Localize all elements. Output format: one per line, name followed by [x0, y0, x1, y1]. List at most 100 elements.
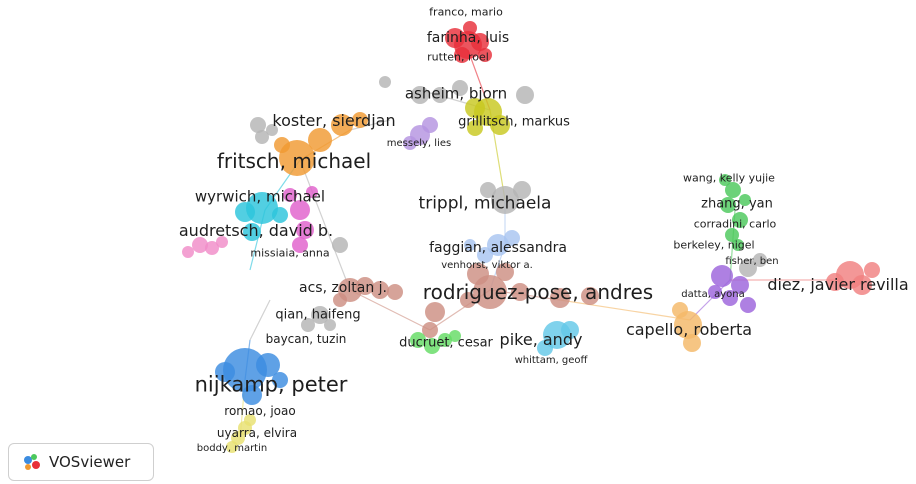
node-magenta[interactable] — [283, 188, 297, 202]
node-pink[interactable] — [216, 236, 228, 248]
label-messely[interactable]: messely, lies — [386, 138, 452, 149]
node-green[interactable] — [725, 228, 739, 242]
label-franco[interactable]: franco, mario — [429, 5, 503, 19]
node-lavender[interactable] — [422, 117, 438, 133]
node-gray[interactable] — [432, 87, 448, 103]
label-whittam[interactable]: whittam, geoff — [514, 355, 588, 366]
node-red[interactable] — [445, 28, 465, 48]
label-capello[interactable]: capello, roberta — [625, 320, 753, 339]
node-purple[interactable] — [711, 265, 733, 287]
label-missiaia[interactable]: missiaia, anna — [250, 246, 330, 260]
node-gray[interactable] — [266, 124, 278, 136]
node-olive[interactable] — [465, 98, 485, 118]
node-magenta[interactable] — [306, 186, 318, 198]
node-brown[interactable] — [550, 288, 570, 308]
node-brown[interactable] — [356, 277, 374, 295]
node-pink[interactable] — [205, 241, 219, 255]
node-blue[interactable] — [256, 353, 280, 377]
label-nijkamp[interactable]: nijkamp, peter — [194, 372, 348, 397]
node-gray[interactable] — [311, 306, 329, 324]
label-audretsch[interactable]: audretsch, david b. — [178, 221, 334, 240]
node-olive[interactable] — [490, 115, 510, 135]
node-yellow[interactable] — [244, 414, 256, 426]
label-zhang[interactable]: zhang, yan — [701, 196, 773, 212]
node-red[interactable] — [478, 48, 492, 62]
node-orange[interactable] — [274, 137, 290, 153]
node-purple[interactable] — [740, 297, 756, 313]
node-red[interactable] — [454, 47, 470, 63]
label-diez[interactable]: diez, javier revilla — [767, 275, 909, 294]
node-cyan[interactable] — [243, 223, 261, 241]
node-pink[interactable] — [192, 237, 208, 253]
node-brown[interactable] — [467, 263, 489, 285]
node-lightorange[interactable] — [674, 311, 702, 339]
node-blue[interactable] — [223, 348, 267, 392]
node-lightgreen[interactable] — [410, 332, 426, 348]
node-lightorange[interactable] — [672, 302, 688, 318]
node-red[interactable] — [463, 21, 477, 35]
node-lightgreen[interactable] — [424, 338, 440, 354]
node-orange[interactable] — [352, 112, 368, 128]
label-rutten[interactable]: rutten, roel — [427, 50, 489, 64]
node-magenta[interactable] — [296, 221, 314, 239]
node-magenta[interactable] — [290, 200, 310, 220]
node-green[interactable] — [720, 197, 736, 213]
label-datta[interactable]: datta, ayona — [681, 289, 745, 300]
node-gray[interactable] — [753, 253, 767, 267]
node-salmon[interactable] — [852, 275, 872, 295]
node-pink[interactable] — [182, 246, 194, 258]
label-farinha[interactable]: farinha, luis — [426, 30, 510, 46]
label-boddy[interactable]: boddy, martin — [196, 443, 268, 454]
node-lightblue[interactable] — [487, 234, 509, 256]
node-brown[interactable] — [511, 283, 529, 301]
node-green[interactable] — [732, 239, 744, 251]
node-gray[interactable] — [250, 117, 266, 133]
node-blue[interactable] — [242, 385, 262, 405]
label-fritsch[interactable]: fritsch, michael — [216, 149, 372, 173]
label-wang[interactable]: wang, kelly yujie — [683, 171, 775, 185]
node-gray[interactable] — [411, 86, 429, 104]
node-gray[interactable] — [739, 259, 757, 277]
node-orange[interactable] — [308, 128, 332, 152]
node-salmon[interactable] — [864, 262, 880, 278]
node-gray[interactable] — [332, 237, 348, 253]
node-skyblue[interactable] — [537, 340, 553, 356]
node-green[interactable] — [739, 194, 751, 206]
node-gray[interactable] — [480, 182, 496, 198]
label-fisher[interactable]: fisher, ben — [725, 256, 779, 267]
node-lightblue[interactable] — [477, 247, 493, 263]
node-cyan[interactable] — [272, 207, 288, 223]
node-brown[interactable] — [371, 281, 389, 299]
node-skyblue[interactable] — [561, 321, 579, 339]
node-brown[interactable] — [333, 293, 347, 307]
node-purple[interactable] — [708, 285, 722, 299]
label-asheim[interactable]: asheim, bjorn — [404, 84, 508, 103]
node-gray[interactable] — [516, 86, 534, 104]
node-lightgreen[interactable] — [438, 333, 452, 347]
node-green[interactable] — [732, 212, 748, 228]
node-lightblue[interactable] — [464, 239, 476, 251]
label-grillitsch[interactable]: grillitsch, markus — [458, 114, 570, 130]
label-berkeley[interactable]: berkeley, nigel — [673, 238, 755, 252]
node-brown[interactable] — [496, 263, 514, 281]
node-brown[interactable] — [387, 284, 403, 300]
label-baycan[interactable]: baycan, tuzin — [265, 332, 347, 346]
label-acs[interactable]: acs, zoltan j. — [298, 280, 388, 296]
node-cyan[interactable] — [235, 202, 255, 222]
node-gray[interactable] — [491, 186, 519, 214]
node-blue[interactable] — [272, 372, 288, 388]
node-magenta[interactable] — [292, 237, 308, 253]
node-olive[interactable] — [467, 120, 483, 136]
label-venhorst[interactable]: venhorst, viktor a. — [441, 260, 533, 271]
label-uyarra[interactable]: uyarra, elvira — [216, 426, 298, 440]
node-purple[interactable] — [722, 290, 738, 306]
label-wyrwich[interactable]: wyrwich, michael — [194, 187, 326, 206]
node-blue[interactable] — [215, 362, 235, 382]
node-green[interactable] — [719, 174, 731, 186]
node-gray[interactable] — [452, 80, 468, 96]
label-trippl[interactable]: trippl, michaela — [418, 193, 552, 214]
node-brown[interactable] — [460, 292, 476, 308]
node-brown[interactable] — [425, 302, 445, 322]
node-lightorange[interactable] — [683, 334, 701, 352]
